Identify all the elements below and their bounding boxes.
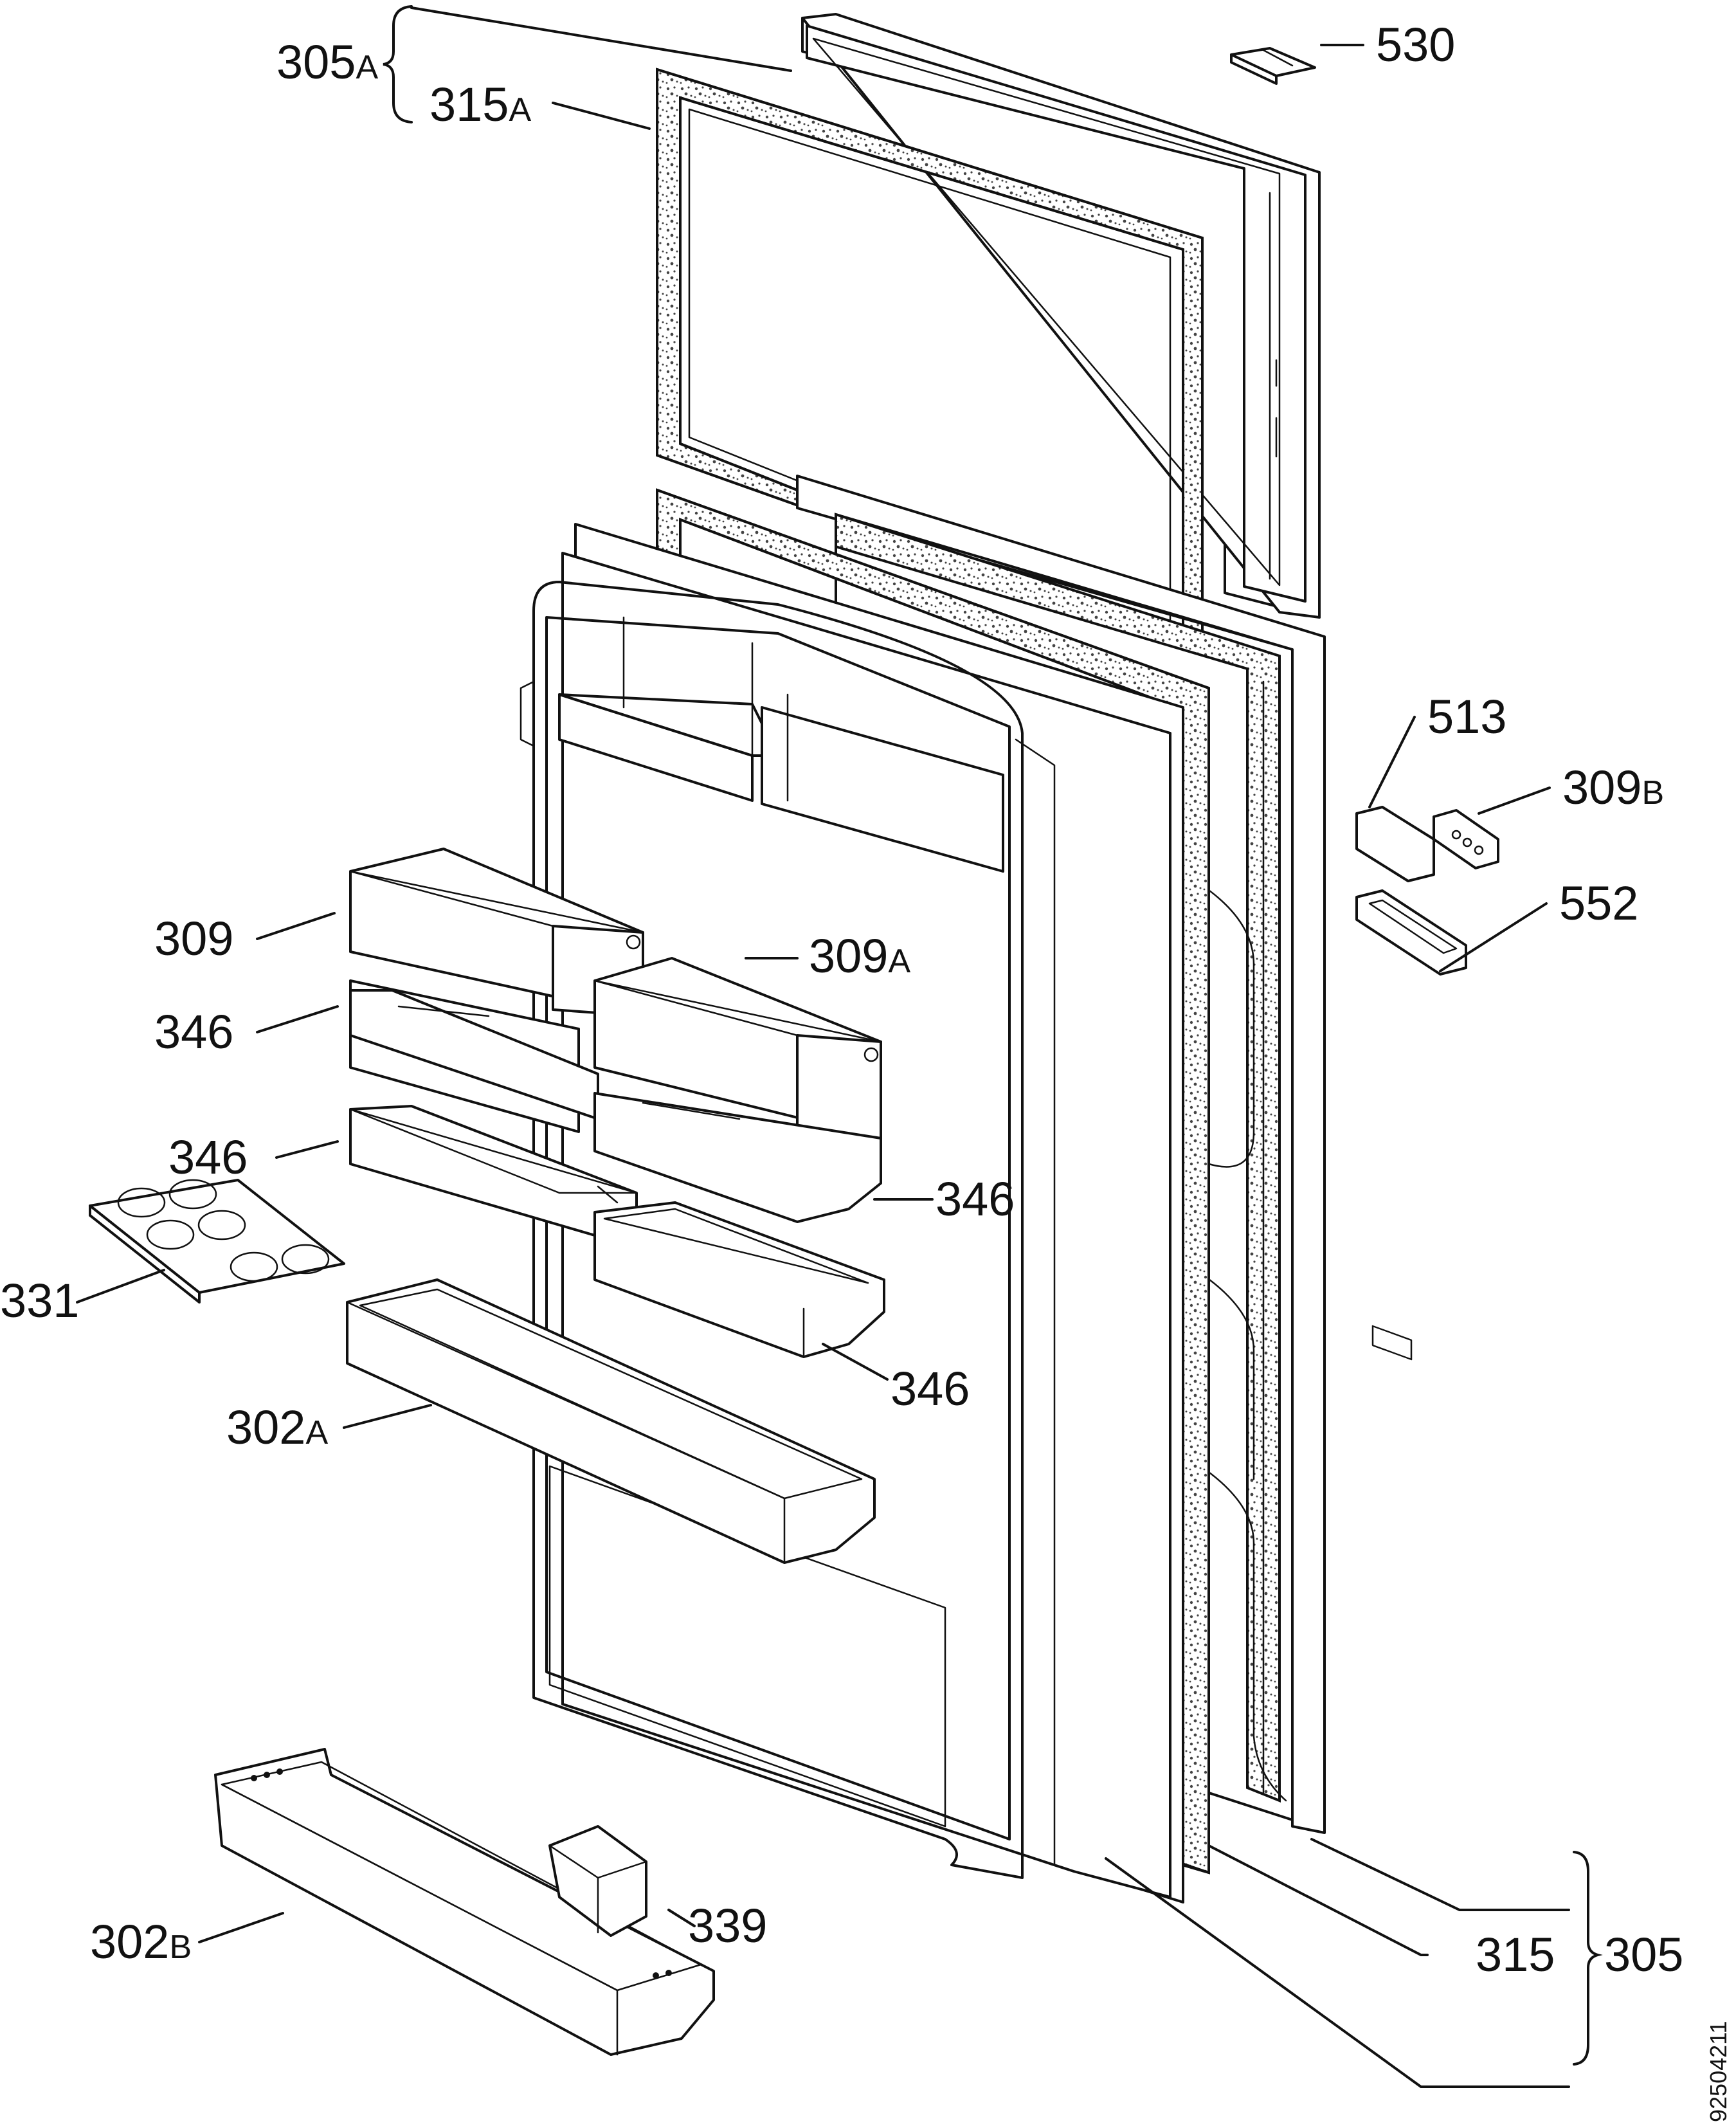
label-309B: 309B xyxy=(1562,761,1664,814)
label-315A: 315A xyxy=(429,78,531,131)
label-309: 309 xyxy=(154,912,233,965)
label-302A: 302A xyxy=(226,1401,328,1454)
document-id: 92504211 xyxy=(1705,2021,1731,2123)
part-labels: 305A 315A 530 513 309B 552 309 309A 346 … xyxy=(0,18,1731,2122)
label-305A: 305A xyxy=(276,35,378,89)
hinge-cover-513 xyxy=(1355,806,1435,1361)
label-513: 513 xyxy=(1427,690,1506,743)
label-309A: 309A xyxy=(809,929,910,983)
label-339: 339 xyxy=(688,1899,767,1952)
container-309A xyxy=(593,957,882,1140)
egg-tray-331 xyxy=(89,1179,345,1304)
label-315: 315 xyxy=(1476,1928,1555,1981)
hinge-530 xyxy=(1230,47,1316,85)
bottle-shelf-302B xyxy=(214,1748,715,2056)
hinge-plate-309B xyxy=(1433,809,1499,869)
fridge-door-liner xyxy=(520,523,1184,1903)
bottle-shelf-302A xyxy=(346,1278,876,1564)
shelf-346-upper-right xyxy=(593,1092,882,1223)
label-305: 305 xyxy=(1604,1928,1683,1981)
label-552: 552 xyxy=(1559,877,1638,930)
label-302B: 302B xyxy=(90,1915,192,1968)
label-331: 331 xyxy=(0,1274,79,1327)
shelf-346-lower-right xyxy=(593,1201,885,1358)
label-530: 530 xyxy=(1376,18,1455,71)
clip-339 xyxy=(548,1825,647,1937)
label-346-lower-right: 346 xyxy=(891,1362,970,1415)
label-346-middle-left: 346 xyxy=(168,1131,248,1184)
label-346-upper-right: 346 xyxy=(936,1172,1015,1226)
handle-552 xyxy=(1355,889,1467,976)
leader-lines xyxy=(76,5,1603,2088)
label-346-upper-left: 346 xyxy=(154,1005,233,1058)
